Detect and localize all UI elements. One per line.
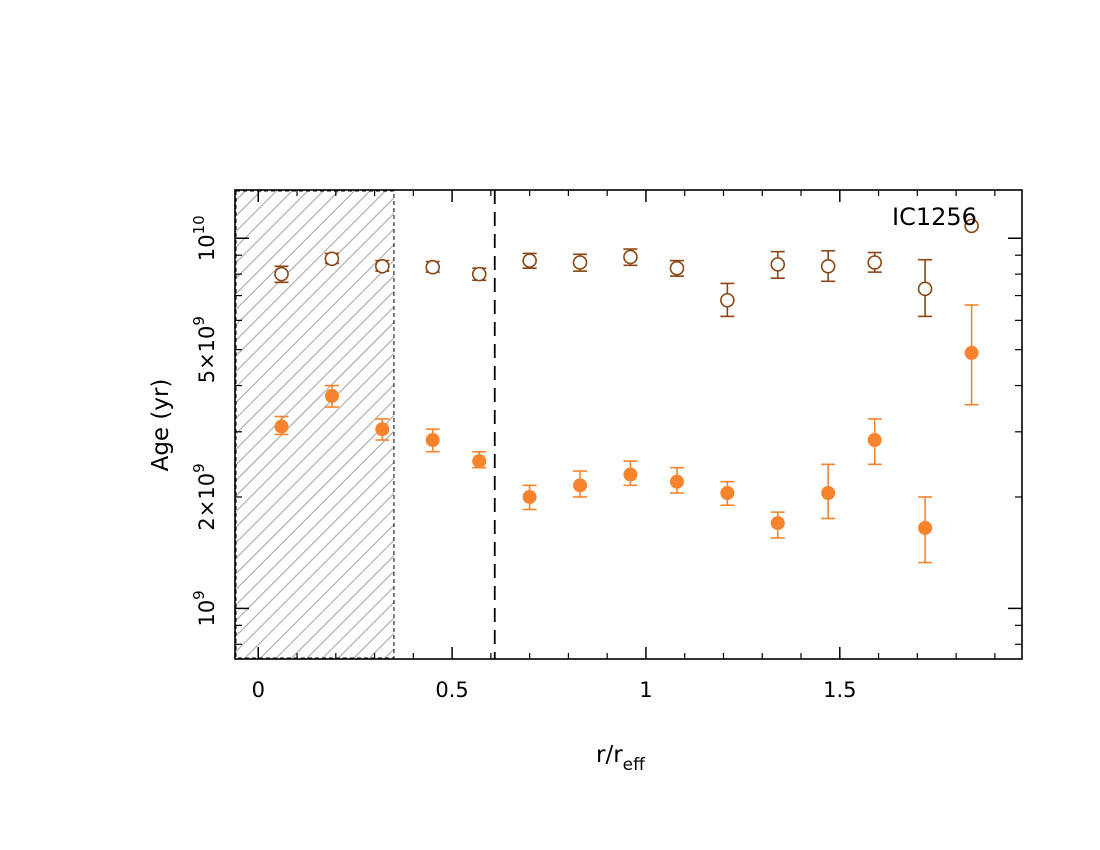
- x-axis-title-sub: eff: [623, 755, 646, 775]
- data-point: [324, 388, 339, 403]
- y-tick-label-base: 10: [195, 234, 219, 261]
- data-point: [472, 454, 487, 469]
- y-tick-label-base: 10: [195, 600, 219, 627]
- data-point: [918, 520, 933, 535]
- data-point: [964, 345, 979, 360]
- x-tick-label: 0: [252, 678, 265, 702]
- data-point: [375, 422, 390, 437]
- plot-frame: [234, 189, 1023, 660]
- x-axis-title-base: r/r: [596, 742, 623, 768]
- series-filled-circle: [274, 304, 979, 564]
- hatch-border: [235, 190, 395, 659]
- data-point: [471, 266, 487, 282]
- y-tick-label: 109: [190, 590, 219, 626]
- x-tick-label: 0.5: [435, 678, 468, 702]
- data-series: [274, 218, 979, 564]
- data-point: [572, 255, 588, 270]
- y-tick-label-exp: 9: [190, 463, 208, 473]
- data-point: [770, 257, 786, 272]
- y-tick-label-base: 5×10: [195, 326, 219, 384]
- x-tick-label: 1: [639, 678, 652, 702]
- data-point: [720, 292, 735, 308]
- x-axis-title: r/reff: [596, 742, 646, 775]
- data-point: [669, 260, 685, 276]
- y-tick-label: 1010: [190, 215, 219, 261]
- y-tick-label: 5×109: [190, 316, 219, 383]
- data-point: [274, 266, 289, 282]
- data-point: [964, 218, 979, 234]
- y-tick-label-exp: 9: [190, 590, 208, 600]
- y-tick-label: 2×109: [190, 463, 219, 530]
- data-point: [573, 478, 588, 493]
- data-point: [324, 251, 340, 267]
- data-point: [623, 249, 638, 265]
- series-open-circle: [274, 218, 979, 318]
- x-tick-label: 1.5: [823, 678, 856, 702]
- data-point: [623, 467, 638, 482]
- data-point: [867, 255, 882, 270]
- data-point: [274, 419, 289, 434]
- y-tick-label-exp: 10: [190, 215, 208, 234]
- data-point: [522, 253, 537, 268]
- data-point: [522, 489, 537, 504]
- galaxy-annotation: IC1256: [892, 203, 977, 231]
- data-point: [669, 474, 684, 489]
- data-point: [375, 258, 390, 274]
- data-point: [770, 516, 785, 531]
- data-point: [425, 259, 441, 275]
- data-point: [425, 433, 440, 448]
- hatch-fill: [235, 190, 394, 659]
- y-axis-title: Age (yr): [148, 379, 174, 472]
- y-tick-label-base: 2×10: [195, 473, 219, 531]
- y-tick-label-exp: 9: [190, 316, 208, 326]
- data-point: [821, 486, 836, 501]
- data-point: [720, 486, 735, 501]
- data-point: [820, 258, 836, 274]
- hatched-excluded-region: [235, 190, 395, 659]
- data-point: [917, 281, 933, 297]
- data-point: [867, 433, 882, 448]
